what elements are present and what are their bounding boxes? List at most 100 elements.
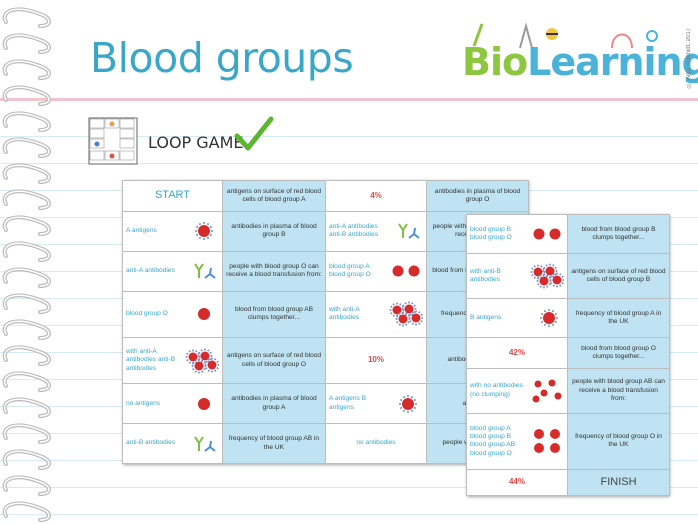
loop-card-cell: frequency of blood group O in the UK bbox=[567, 412, 670, 470]
loop-card-cell: anti-B antibodies bbox=[122, 423, 223, 464]
loop-game-icon bbox=[88, 117, 138, 165]
loop-game-label: LOOP GAME bbox=[148, 133, 244, 152]
logo-wordmark: BioLearning bbox=[462, 40, 698, 84]
loop-card-right: blood group B blood group O blood from bl… bbox=[466, 214, 670, 497]
cell-text: A antigens bbox=[126, 227, 157, 235]
loop-card-cell: frequency of blood group A in the UK bbox=[567, 298, 670, 339]
loop-card-cell: 44% bbox=[466, 468, 568, 497]
cell-text: with anti-B antibodies bbox=[470, 267, 501, 284]
loop-card-cell: antibodies in plasma of blood group A bbox=[222, 383, 326, 425]
notebook-spiral bbox=[2, 7, 51, 522]
cell-text: frequency of blood group O in the UK bbox=[575, 433, 662, 449]
loop-card-cell: blood group A blood group O bbox=[325, 250, 427, 292]
cell-text: blood group A blood group B blood group … bbox=[470, 424, 516, 457]
loop-card-cell: people with blood group O can receive a … bbox=[222, 250, 326, 292]
rbc-antigen-icon bbox=[195, 222, 213, 241]
loop-card-cell: with anti-A antibodies anti-B antibodies bbox=[122, 336, 223, 385]
loop-card-cell: blood group B blood group O bbox=[466, 214, 568, 254]
loop-card-cell: 42% bbox=[466, 337, 568, 369]
cell-text: frequency of blood group A in the UK bbox=[575, 309, 662, 326]
clump-icon bbox=[389, 301, 423, 327]
rbc-icon bbox=[198, 308, 210, 321]
loop-card-cell: 10% bbox=[325, 336, 427, 385]
cell-text: antibodies in plasma of blood group O bbox=[434, 187, 521, 204]
cell-text: antigens on surface of red blood cells o… bbox=[226, 352, 322, 368]
cell-text: people with blood group O can receive a … bbox=[226, 263, 322, 279]
checkmark-icon bbox=[234, 116, 274, 151]
table-row: 44% FINISH bbox=[466, 468, 670, 497]
cell-text: anti-A antibodies bbox=[126, 267, 175, 275]
cell-text: frequency of blood group AB in the UK bbox=[228, 435, 320, 451]
page-title: Blood groups bbox=[90, 34, 354, 82]
cell-text: antibodies in plasma of blood group A bbox=[231, 395, 317, 411]
biolearning-logo: BioLearning © Anja Schmidt, 2017 bbox=[462, 20, 698, 92]
loop-card-cell: with no antibodies (no clumping) bbox=[466, 367, 568, 414]
table-row: 42% blood from blood group O clumps toget… bbox=[466, 337, 670, 369]
loop-card-cell: people with blood group AB can receive a… bbox=[567, 367, 670, 414]
cell-text: people with blood group AB can receive a… bbox=[572, 378, 665, 402]
loop-card-cell: 4% bbox=[325, 179, 427, 213]
cell-text: A antigens B antigens bbox=[329, 395, 367, 411]
table-row: with anti-B antibodies antigens on surfac… bbox=[466, 252, 670, 300]
rbc-antigen-icon bbox=[399, 394, 417, 413]
rbc-antigen-icon bbox=[540, 309, 558, 328]
scatter-icon bbox=[532, 379, 562, 403]
copyright-note: © Anja Schmidt, 2017 bbox=[686, 28, 692, 88]
cell-text: blood group O bbox=[126, 310, 168, 318]
cell-text: B antigens bbox=[470, 314, 502, 322]
cell-text: with no antibodies (no clumping) bbox=[470, 382, 523, 398]
rbc2-icon bbox=[392, 265, 420, 277]
cell-text: antibodies in plasma of blood group B bbox=[231, 223, 317, 239]
header-band bbox=[0, 0, 698, 100]
loop-card-cell: antibodies in plasma of blood group B bbox=[222, 211, 326, 252]
loop-card-cell: antibodies in plasma of blood group O bbox=[426, 179, 529, 213]
loop-card-cell: with anti-A antibodies bbox=[325, 290, 427, 338]
loop-card-cell: antigens on surface of red blood cells o… bbox=[222, 179, 326, 213]
cell-text: blood from blood group B clumps together… bbox=[581, 225, 656, 241]
loop-card-cell: blood group O bbox=[122, 290, 223, 338]
loop-card-cell: antigens on surface of red blood cells o… bbox=[567, 252, 670, 300]
cell-percentage: 10% bbox=[367, 355, 384, 365]
loop-card-cell: START bbox=[122, 179, 223, 213]
table-row: START antigens on surface of red blood ce… bbox=[122, 179, 529, 213]
cell-text: with anti-A antibodies anti-B antibodies bbox=[126, 348, 176, 372]
loop-card-cell: anti-A antibodies anti-B antibodies bbox=[325, 211, 427, 252]
loop-card-cell: frequency of blood group AB in the UK bbox=[222, 423, 326, 464]
cell-text: with anti-A antibodies bbox=[329, 306, 360, 322]
loop-card-cell: blood group A blood group B blood group … bbox=[466, 412, 568, 470]
header-divider bbox=[0, 98, 698, 101]
start-label: START bbox=[154, 189, 191, 202]
clump-icon bbox=[530, 263, 564, 289]
table-row: blood group A blood group B blood group … bbox=[466, 412, 670, 470]
loop-card-cell: FINISH bbox=[567, 468, 670, 497]
cell-percentage: 44% bbox=[508, 477, 525, 487]
loop-card-cell: B antigens bbox=[466, 298, 568, 339]
loop-card-cell: blood from blood group AB clumps togethe… bbox=[222, 290, 326, 338]
cell-text: anti-A antibodies anti-B antibodies bbox=[329, 223, 379, 239]
loop-card-cell: anti-A antibodies bbox=[122, 250, 223, 292]
finish-label: FINISH bbox=[600, 475, 637, 488]
loop-table-right: blood group B blood group O blood from bl… bbox=[466, 214, 670, 497]
antibody2-icon bbox=[194, 263, 216, 280]
loop-card-cell: blood from blood group B clumps together… bbox=[567, 214, 670, 254]
table-row: blood group B blood group O blood from bl… bbox=[466, 214, 670, 254]
cell-text: antigens on surface of red blood cells o… bbox=[226, 187, 322, 204]
logo-illustration-icon bbox=[472, 22, 658, 49]
loop-card-cell: A antigens bbox=[122, 211, 223, 252]
loop-card-cell: blood from blood group O clumps together… bbox=[567, 337, 670, 369]
cell-text: no antigens bbox=[126, 399, 161, 407]
rbc4-icon bbox=[534, 429, 560, 454]
clump-icon bbox=[185, 348, 219, 374]
table-row: with no antibodies (no clumping) people w… bbox=[466, 367, 670, 414]
cell-text: blood group A blood group O bbox=[329, 263, 371, 279]
cell-text: no antibodies bbox=[356, 439, 396, 447]
table-row: B antigens frequency of blood group A in … bbox=[466, 298, 670, 339]
loop-card-cell: with anti-B antibodies bbox=[466, 252, 568, 300]
rbc2-icon bbox=[533, 228, 561, 240]
cell-text: blood from blood group O clumps together… bbox=[581, 344, 656, 360]
antibody2-icon bbox=[194, 435, 216, 452]
cell-percentage: 4% bbox=[370, 190, 382, 200]
cell-text: blood group B blood group O bbox=[470, 225, 512, 241]
cell-text: antigens on surface of red blood cells o… bbox=[571, 267, 666, 284]
loop-card-cell: antigens on surface of red blood cells o… bbox=[222, 336, 326, 385]
